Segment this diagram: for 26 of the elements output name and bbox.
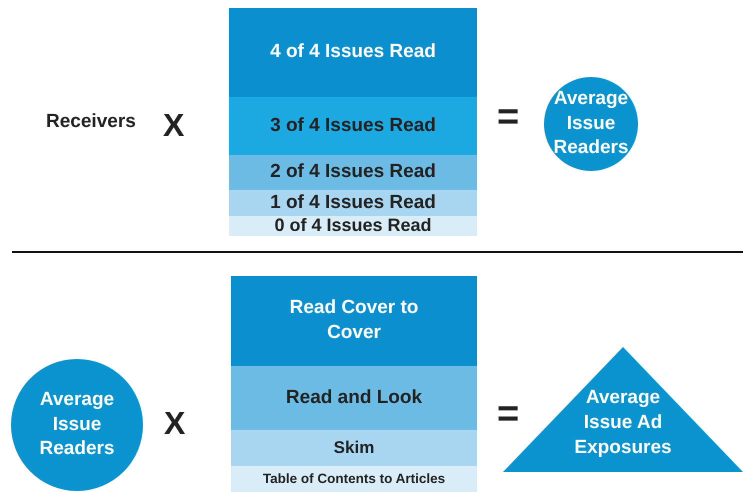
node-text: 1 of 4 Issues Read bbox=[270, 190, 436, 215]
reading-level-band bbox=[229, 155, 477, 190]
node-text: Read and Look bbox=[286, 386, 422, 410]
reading-level-band bbox=[231, 276, 477, 366]
node-text: Table of Contents to Articles bbox=[262, 470, 446, 488]
equals-sign: = bbox=[497, 393, 520, 436]
node-text: Average Issue Ad Exposures bbox=[573, 386, 673, 460]
multiply-sign: X bbox=[164, 405, 186, 442]
reading-level-band bbox=[229, 190, 477, 216]
node-text: Skim bbox=[334, 436, 374, 459]
node-text: 2 of 4 Issues Read bbox=[270, 160, 436, 184]
multiply-sign: X bbox=[163, 107, 184, 144]
row-label: Receivers bbox=[46, 111, 136, 133]
reading-level-band bbox=[229, 216, 477, 236]
reading-level-band bbox=[231, 466, 477, 492]
reading-level-band bbox=[231, 366, 477, 430]
node-text: 4 of 4 Issues Read bbox=[270, 40, 436, 64]
node-text: 0 of 4 Issues Read bbox=[274, 214, 432, 238]
reading-level-band bbox=[229, 97, 477, 155]
reading-level-band bbox=[231, 430, 477, 466]
node-text: Average Issue Readers bbox=[38, 388, 116, 462]
equals-sign: = bbox=[497, 96, 520, 139]
reading-level-band bbox=[229, 8, 477, 97]
node-text: 3 of 4 Issues Read bbox=[270, 114, 436, 138]
node-text: Average Issue Readers bbox=[552, 86, 630, 160]
node-text: Read Cover to Cover bbox=[289, 296, 419, 345]
